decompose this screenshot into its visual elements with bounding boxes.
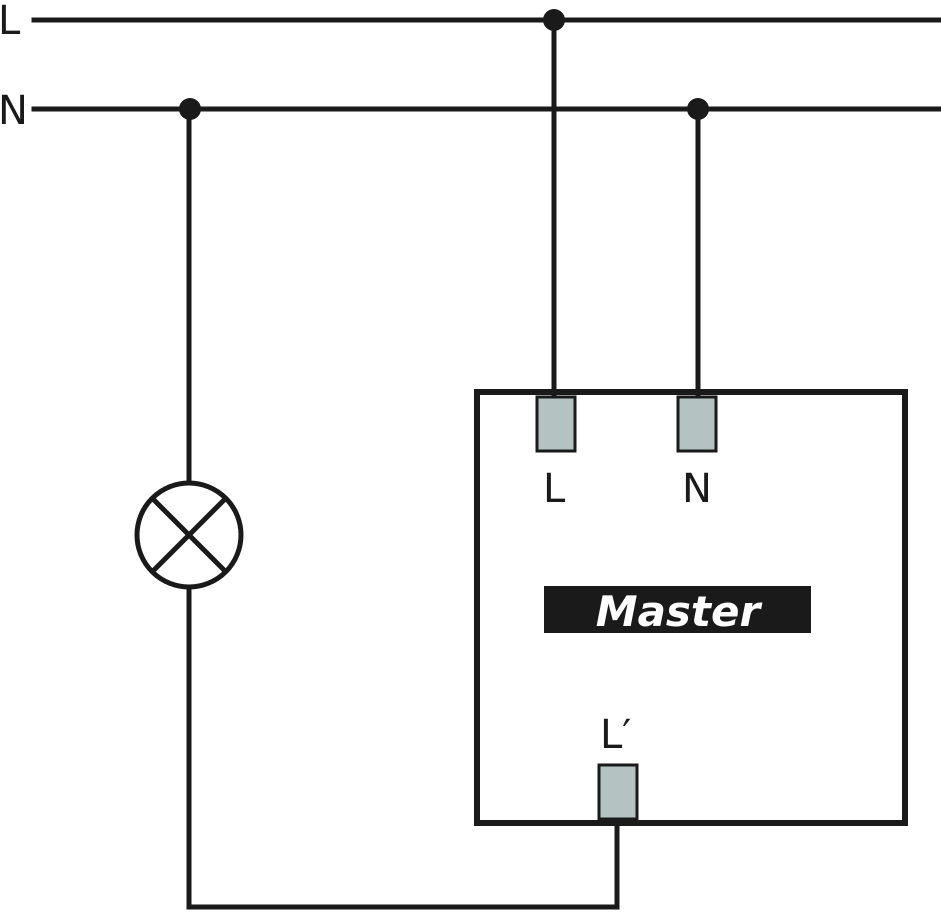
neutral-bus-label: N bbox=[0, 88, 28, 134]
master-title: Master bbox=[596, 587, 763, 636]
terminal-l bbox=[535, 395, 577, 453]
master-title-bg bbox=[544, 586, 811, 633]
lamp-switched-wire bbox=[186, 584, 620, 910]
terminal-n-label: N bbox=[682, 466, 712, 512]
terminal-l-out bbox=[597, 763, 639, 821]
terminal-l-out-label: L′ bbox=[600, 712, 631, 758]
terminal-n bbox=[676, 395, 718, 453]
master-device-box bbox=[474, 389, 908, 826]
lamp-symbol bbox=[134, 480, 244, 590]
terminal-l-label: L bbox=[543, 466, 566, 512]
line-bus-label: L bbox=[0, 0, 21, 44]
